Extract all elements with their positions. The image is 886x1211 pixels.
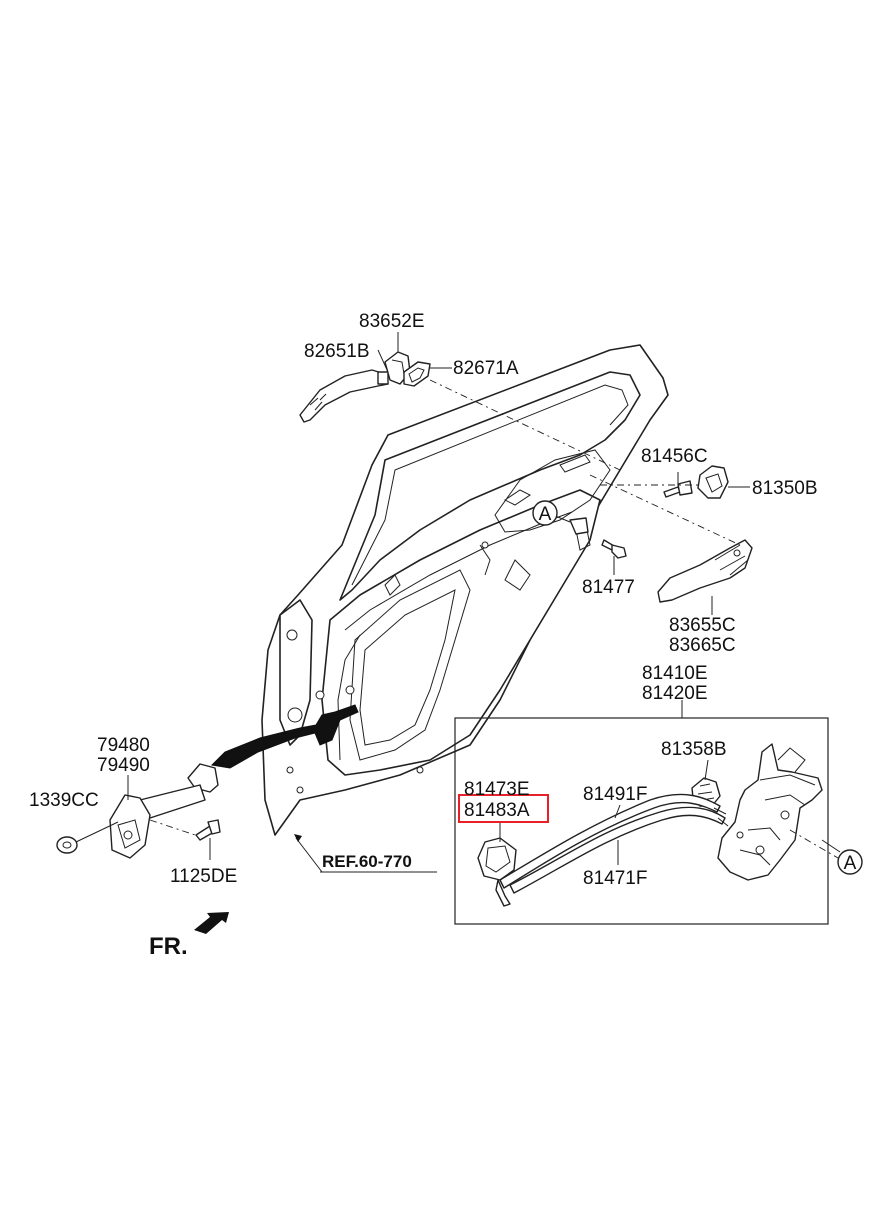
handle-bracket-81483A: [477, 837, 517, 907]
label-81358B: 81358B: [661, 739, 727, 760]
circle-a-marker-lock: A: [837, 849, 863, 875]
bolt-81477: [601, 539, 627, 559]
label-1125DE: 1125DE: [170, 866, 237, 887]
label-79480: 79480: [97, 735, 150, 756]
label-82671A: 82671A: [453, 358, 519, 379]
label-81456C: 81456C: [641, 446, 708, 467]
label-81471F: 81471F: [583, 868, 647, 889]
circle-a-label-lock: A: [844, 853, 857, 874]
label-1339CC: 1339CC: [29, 790, 99, 811]
label-ref-60-770: REF.60-770: [322, 852, 412, 871]
rear-door-panel: [261, 344, 669, 836]
leader-lines: [75, 332, 841, 873]
striker-81350B: [697, 465, 729, 499]
screw-81456C: [663, 480, 693, 498]
bolt-1125DE: [195, 819, 221, 841]
label-front: FR.: [149, 933, 188, 960]
lock-assembly-box: [454, 717, 829, 925]
circle-a-marker-door: A: [532, 500, 558, 526]
label-81483A: 81483A: [464, 800, 530, 821]
bracket: [569, 517, 589, 535]
label-83665C: 83665C: [669, 635, 736, 656]
inside-handle-83655C: [657, 539, 753, 603]
door-latch-actuator: [717, 743, 823, 881]
label-79490: 79490: [97, 755, 150, 776]
label-81473E: 81473E: [464, 779, 530, 800]
handle-gasket-82671A: [403, 361, 431, 387]
part-labels: 83652E 82651B 82671A 81456C 81350B 81477…: [29, 311, 818, 960]
ref-arrow-head: [294, 834, 302, 842]
label-81477: 81477: [582, 577, 635, 598]
door-check-link: [210, 704, 359, 769]
circle-a-label-door: A: [539, 504, 552, 525]
label-81491F: 81491F: [583, 784, 647, 805]
nut-1339CC: [56, 836, 78, 854]
front-arrow-icon: [194, 912, 229, 934]
door-cables: [499, 793, 729, 894]
label-81410E: 81410E: [642, 663, 708, 684]
label-82651B: 82651B: [304, 341, 370, 362]
label-83652E: 83652E: [359, 311, 425, 332]
door-check-79480: [109, 763, 219, 859]
label-81350B: 81350B: [752, 478, 818, 499]
label-81420E: 81420E: [642, 683, 708, 704]
label-83655C: 83655C: [669, 615, 736, 636]
highlight-box-81483A: [458, 794, 549, 823]
outside-handle-82651B: [299, 369, 389, 423]
guide-lines: [149, 379, 839, 859]
